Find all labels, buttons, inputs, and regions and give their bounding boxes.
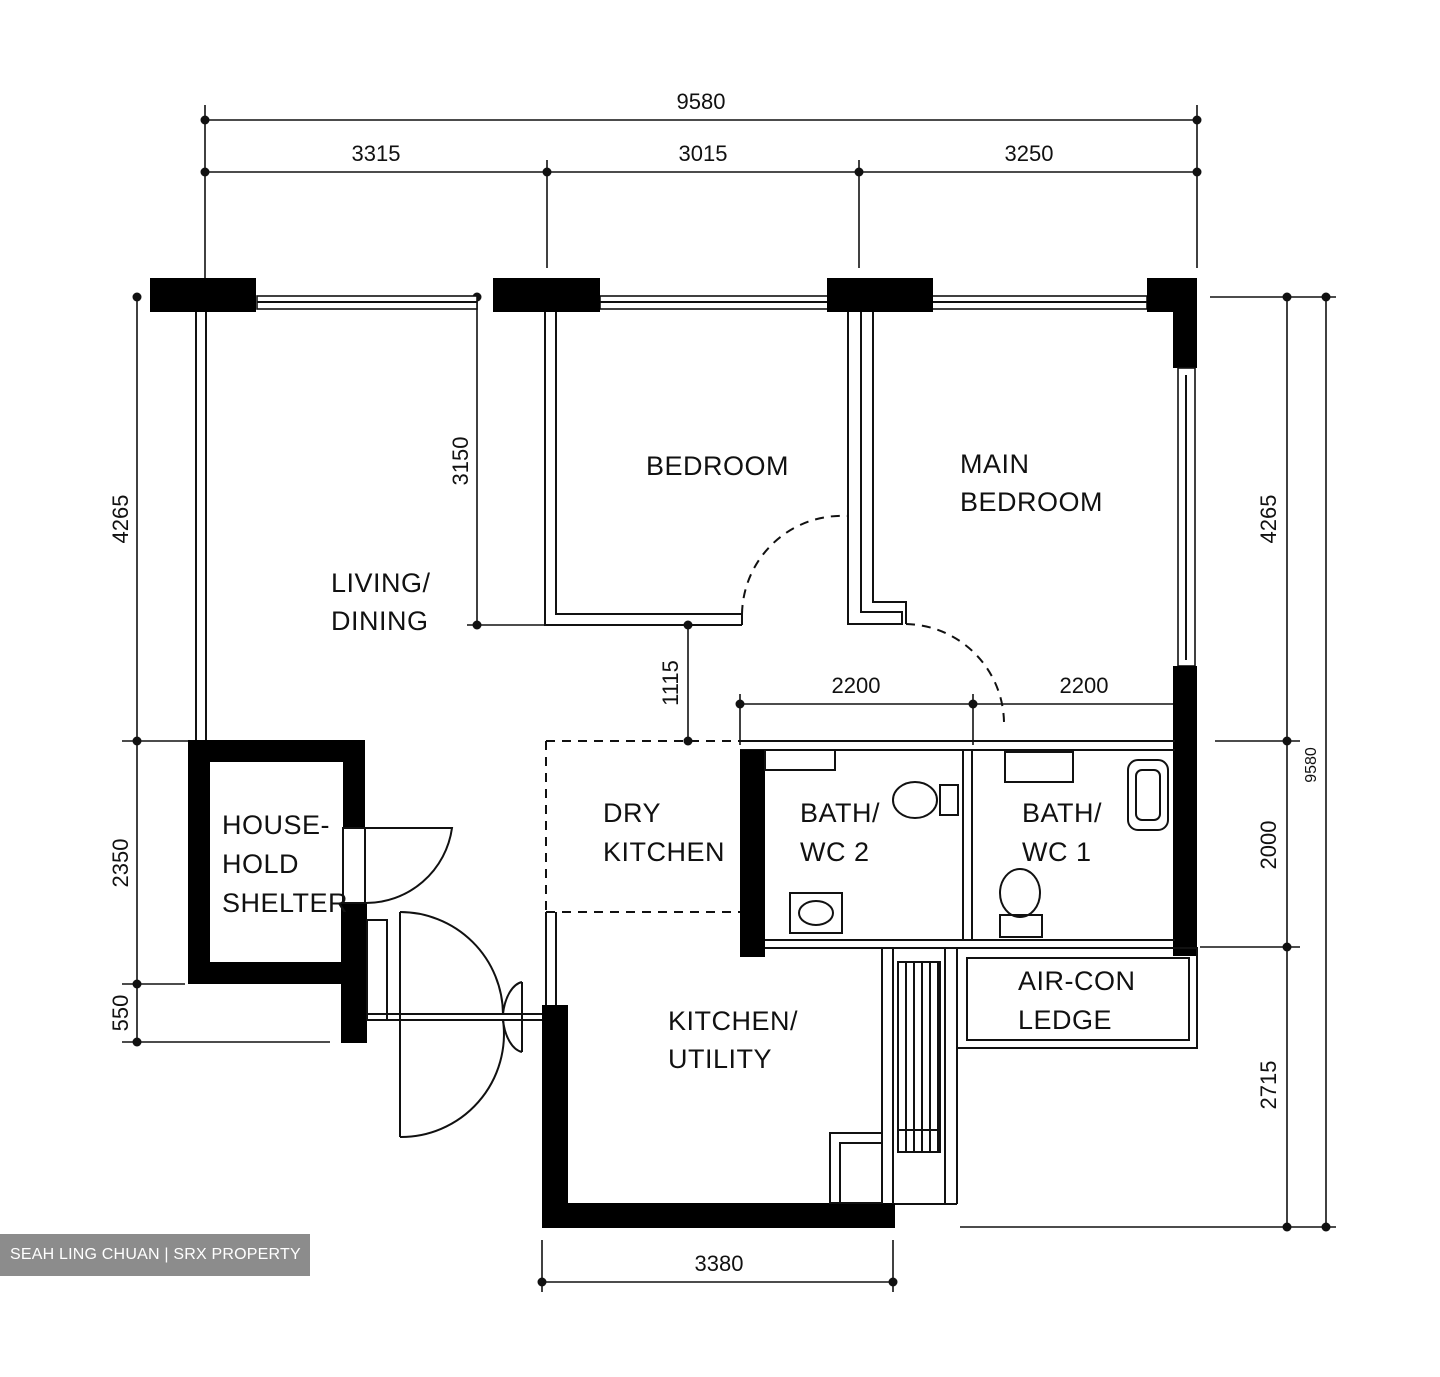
bath2-label-line2: WC 2 [800, 837, 870, 867]
dim-left-mid: 2350 [108, 839, 133, 888]
bath2-label-line1: BATH/ [800, 798, 880, 828]
kitchen-label-line2: UTILITY [668, 1044, 772, 1074]
dim-right-mid: 2000 [1256, 821, 1281, 870]
top-dimensions: 9580 3315 3015 3250 [200, 89, 1202, 278]
dim-corridor: 1115 [658, 660, 683, 706]
inner-dimensions: 3150 1115 2200 2200 [448, 292, 1177, 746]
bottom-dimension: 3380 [537, 1240, 898, 1292]
dim-right-low: 2715 [1256, 1061, 1281, 1110]
shelter-label-line1: HOUSE- [222, 810, 330, 840]
right-wall [1173, 278, 1197, 956]
dim-seg-1: 3315 [352, 141, 401, 166]
dim-seg-3: 3250 [1005, 141, 1054, 166]
main-bedroom-label-line2: BEDROOM [960, 487, 1103, 517]
dim-right-total: 9580 [1303, 747, 1320, 783]
watermark-banner: SEAH LING CHUAN | SRX PROPERTY [0, 1234, 310, 1276]
dim-bath2-width: 2200 [832, 673, 881, 698]
kitchen-utility [542, 948, 958, 1228]
living-dining-area [195, 312, 207, 740]
bedroom-label: BEDROOM [646, 451, 789, 481]
left-dimensions: 4265 2350 550 [108, 292, 330, 1047]
bath1-label-line1: BATH/ [1022, 798, 1102, 828]
bedroom-walls [544, 312, 1005, 723]
bath1-label-line2: WC 1 [1022, 837, 1092, 867]
top-window-wall [150, 278, 1197, 312]
aircon-ledge [956, 947, 1198, 1049]
aircon-label-line1: AIR-CON [1018, 966, 1136, 996]
aircon-label-line2: LEDGE [1018, 1005, 1112, 1035]
dim-living-depth: 3150 [448, 437, 473, 486]
kitchen-label-line1: KITCHEN/ [668, 1006, 798, 1036]
living-label-line1: LIVING/ [331, 568, 431, 598]
dry-kitchen [545, 740, 740, 1007]
dry-kitchen-label-line2: KITCHEN [603, 837, 725, 867]
shelter-label-line2: HOLD [222, 849, 299, 879]
bathrooms [740, 740, 1175, 957]
dim-seg-2: 3015 [679, 141, 728, 166]
main-bedroom-label-line1: MAIN [960, 449, 1030, 479]
dry-kitchen-label-line1: DRY [603, 798, 661, 828]
shelter-label-line3: SHELTER [222, 888, 348, 918]
right-dimensions: 4265 2000 2715 9580 [960, 292, 1336, 1232]
household-shelter [188, 740, 454, 1043]
watermark-text: SEAH LING CHUAN | SRX PROPERTY [10, 1246, 301, 1263]
dim-bath1-width: 2200 [1060, 673, 1109, 698]
dim-right-upper: 4265 [1256, 495, 1281, 544]
room-labels: LIVING/ DINING BEDROOM MAIN BEDROOM HOUS… [222, 449, 1136, 1074]
living-label-line2: DINING [331, 606, 429, 636]
dim-kitchen-width: 3380 [695, 1251, 744, 1276]
entrance-doors [366, 911, 543, 1139]
dim-total-width: 9580 [677, 89, 726, 114]
dim-left-upper: 4265 [108, 495, 133, 544]
dim-left-low: 550 [108, 995, 133, 1032]
